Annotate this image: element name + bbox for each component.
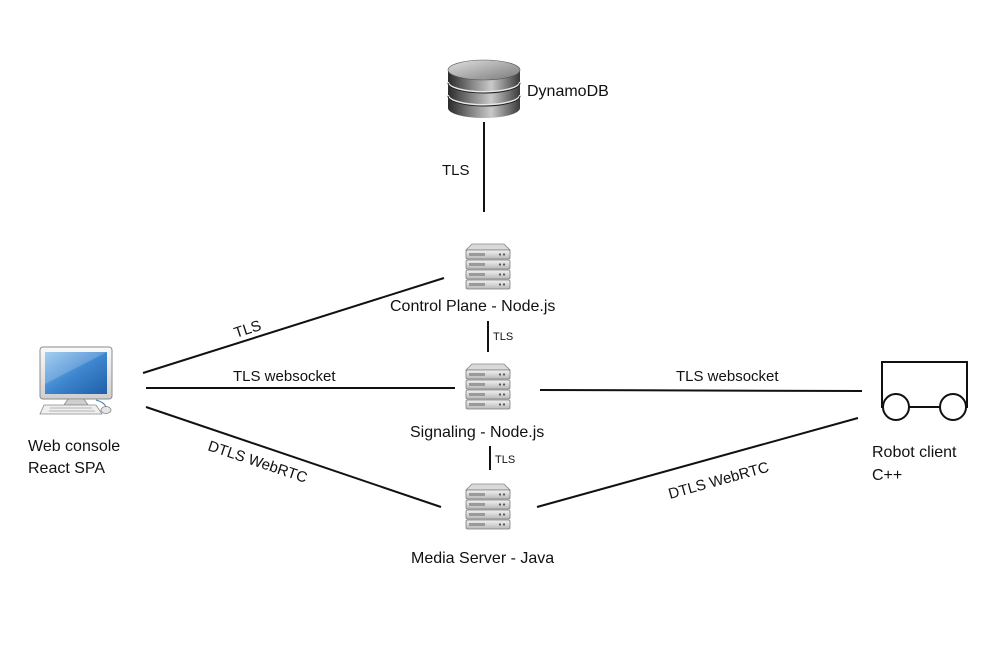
robot-icon xyxy=(881,361,968,421)
web-console-label-line1: Web console xyxy=(28,438,120,455)
link-web-media xyxy=(145,406,442,508)
link-web-control xyxy=(142,277,445,374)
signaling-robot-link-label: TLS websocket xyxy=(676,368,779,385)
robot-client-label-line2: C++ xyxy=(872,467,902,484)
media-server-label: Media Server - Java xyxy=(411,550,554,567)
control-plane-label: Control Plane - Node.js xyxy=(390,298,555,315)
signaling-media-link-label: TLS xyxy=(495,454,515,466)
robot-client-label-line1: Robot client xyxy=(872,444,957,461)
signaling-server-icon xyxy=(466,364,510,409)
web-console-label-line2: React SPA xyxy=(28,460,105,477)
signaling-label: Signaling - Node.js xyxy=(410,424,544,441)
link-signaling-robot xyxy=(539,389,863,392)
control-plane-server-icon xyxy=(466,244,510,289)
web-control-link-label: TLS xyxy=(232,317,263,342)
link-media-robot xyxy=(536,417,859,508)
computer-icon xyxy=(39,346,113,415)
media-robot-link-label: DTLS WebRTC xyxy=(667,459,772,503)
media-server-icon xyxy=(466,484,510,529)
db-control-link-label: TLS xyxy=(442,162,470,179)
control-signaling-link-label: TLS xyxy=(493,331,513,343)
dynamodb-label: DynamoDB xyxy=(527,83,609,100)
database-icon xyxy=(447,59,521,118)
web-signaling-link-label: TLS websocket xyxy=(233,368,336,385)
